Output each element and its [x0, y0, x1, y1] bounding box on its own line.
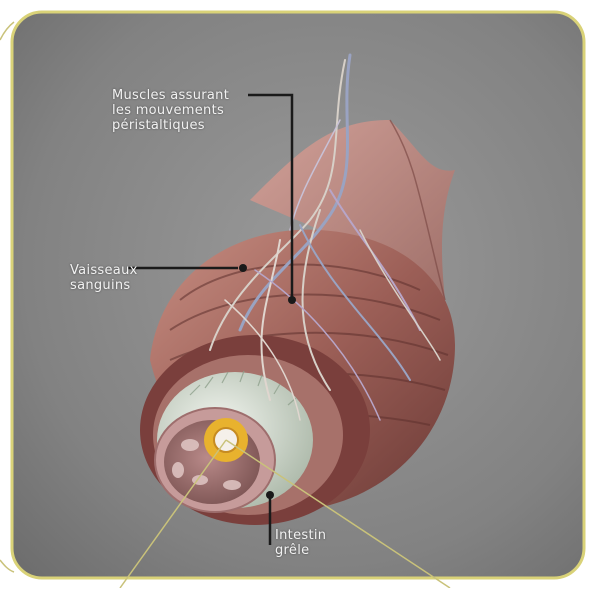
label-vessels-line1: Vaisseaux: [70, 263, 138, 278]
label-muscles-line2: les mouvements: [112, 103, 229, 118]
label-muscles-line1: Muscles assurant: [112, 88, 229, 103]
label-intestine-line2: grêle: [275, 543, 326, 558]
label-blood-vessels: Vaisseaux sanguins: [70, 263, 138, 293]
label-intestine-line1: Intestin: [275, 528, 326, 543]
label-vessels-line2: sanguins: [70, 278, 138, 293]
label-muscles: Muscles assurant les mouvements péristal…: [112, 88, 229, 133]
label-muscles-line3: péristaltiques: [112, 118, 229, 133]
label-small-intestine: Intestin grêle: [275, 528, 326, 558]
